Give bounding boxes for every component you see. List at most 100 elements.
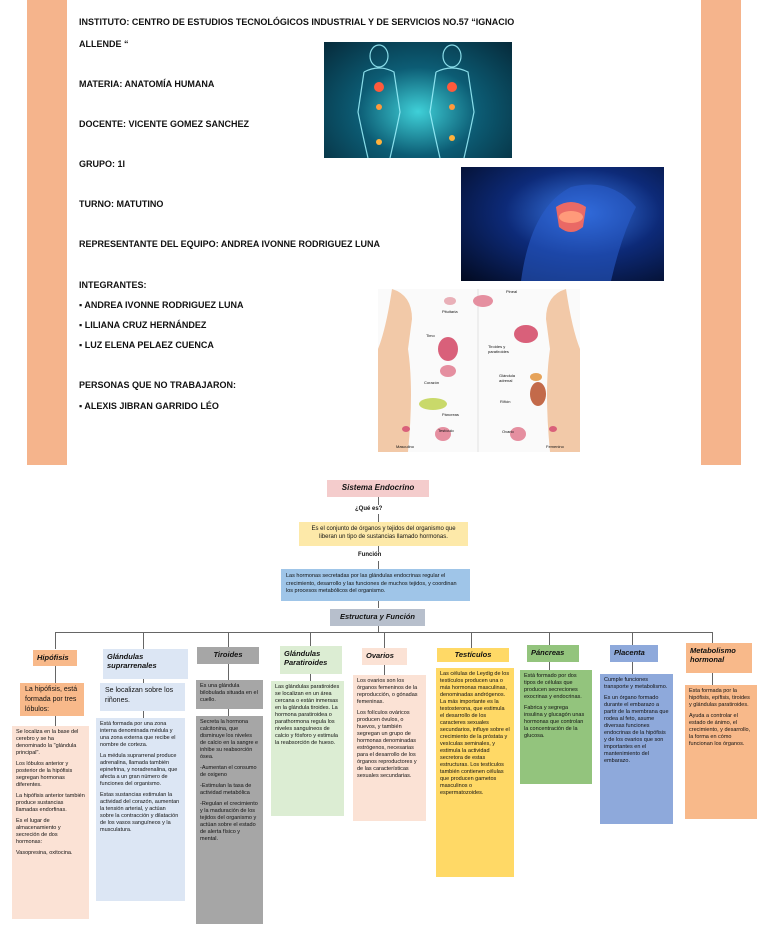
function-box: Las hormonas secretadas por las glándula…: [281, 569, 470, 601]
institute-line-2: ALLENDE “: [79, 39, 129, 49]
connector-line: [143, 632, 144, 649]
connector-line: [378, 601, 379, 608]
teacher-line: DOCENTE: VICENTE GOMEZ SANCHEZ: [79, 119, 250, 129]
connector-line: [310, 674, 311, 681]
member-item: ▪ LILIANA CRUZ HERNÁNDEZ: [79, 320, 207, 330]
pancreas-paragraph: Fabrica y segrega insulina y glucagón un…: [524, 705, 585, 739]
label-rinon: Riñón: [500, 399, 511, 404]
not-working-title: PERSONAS QUE NO TRABAJARON:: [79, 380, 237, 390]
anatomy-bodies-image: [324, 42, 512, 158]
question-what-is: ¿Qué es?: [355, 506, 383, 512]
suprarrenales-subtitle: Se localizan sobre los riñones.: [100, 683, 185, 711]
testiculos-title: Testículos: [437, 648, 509, 662]
ovarios-paragraph: Los ovarios son los órganos femeninos de…: [357, 678, 418, 705]
label-glandula-adrenal: Glándula adrenal: [499, 373, 516, 383]
suprarrenales-detail: Está formada por una zona interna denomi…: [96, 718, 185, 901]
connector-line: [549, 662, 550, 670]
label-masculino: Masculino: [396, 444, 415, 449]
hipofisis-subtitle: La hipófisis, está formada por tres lóbu…: [20, 683, 84, 716]
institute-line-1: INSTITUTO: CENTRO DE ESTUDIOS TECNOLÓGIC…: [79, 17, 515, 27]
hipofisis-paragraph: La hipófisis anterior también produce su…: [16, 793, 85, 813]
connector-line: [55, 632, 56, 649]
placenta-detail: Cumple funciones transporte y metabolism…: [600, 674, 673, 824]
connector-line: [228, 632, 229, 649]
placenta-title: Placenta: [610, 645, 658, 662]
pancreas-detail: Está formado por dos tipos de células qu…: [520, 670, 592, 784]
label-tiroides: Tiroides y paratiroides: [488, 344, 509, 354]
connector-line: [378, 626, 379, 632]
group-line: GRUPO: 1I: [79, 159, 126, 169]
tiroides-paragraph: Secreta la hormona calcitonina, que dism…: [200, 719, 259, 760]
right-decorative-bar: [701, 0, 741, 465]
thyroid-image: [461, 167, 664, 281]
tiroides-paragraph: -Regulan el crecimiento y la maduración …: [200, 801, 258, 842]
connector-line: [632, 632, 633, 645]
metabolismo-paragraph: Ayuda a controlar el estado de ánimo, el…: [689, 713, 751, 747]
placenta-paragraph: Es un órgano formado durante el embarazo…: [604, 695, 669, 764]
connector-line: [378, 514, 379, 522]
endocrine-organs-illustration: Pineal Pituitaria Timo Tiroides y parati…: [378, 289, 580, 452]
label-corazon: Corazón: [424, 380, 440, 385]
connector-line: [143, 679, 144, 683]
suprarrenales-paragraph: Está formada por una zona interna denomi…: [100, 721, 176, 748]
placenta-paragraph: Cumple funciones transporte y metabolism…: [604, 677, 668, 690]
hipofisis-paragraph: Vasopresina, oxitocina.: [16, 850, 73, 856]
subject-line: MATERIA: ANATOMÍA HUMANA: [79, 79, 215, 89]
label-timo: Timo: [426, 333, 435, 338]
shift-line: TURNO: MATUTINO: [79, 199, 164, 209]
metabolismo-title: Metabolismo hormonal: [686, 643, 752, 673]
ovarios-detail: Los ovarios son los órganos femeninos de…: [353, 675, 426, 821]
metabolismo-paragraph: Esta formada por la hipófisis, epífisis,…: [689, 688, 750, 708]
hipofisis-detail: Se localiza en la base del cerebro y se …: [12, 726, 89, 919]
connector-line: [378, 561, 379, 569]
suprarrenales-paragraph: La médula suprarrenal produce adrenalina…: [100, 753, 178, 787]
label-pineal: Pineal: [506, 289, 518, 294]
testiculos-detail: Las células de Leydig de los testículos …: [436, 668, 514, 877]
left-decorative-bar: [27, 0, 67, 465]
connector-line: [712, 673, 713, 685]
connector-line: [310, 632, 311, 646]
label-testiculo: Testículo: [438, 428, 454, 433]
member-item: ▪ ANDREA IVONNE RODRIGUEZ LUNA: [79, 300, 244, 310]
connector-line: [471, 632, 472, 648]
member-item: ▪ LUZ ELENA PELAEZ CUENCA: [79, 340, 214, 350]
structure-function-box: Estructura y Función: [330, 609, 425, 626]
connector-line: [384, 665, 385, 675]
concept-map-title: Sistema Endocrino: [327, 480, 429, 497]
ovarios-paragraph: Los folículos ováricos producen óvulos, …: [357, 710, 417, 779]
connector-line: [228, 709, 229, 716]
paratiroides-title: Glándulas Paratiroides: [280, 646, 342, 674]
paratiroides-paragraph: Las glándulas paratiroides se localizan …: [275, 684, 340, 746]
tiroides-title: Tiroides: [197, 647, 259, 664]
hipofisis-paragraph: Los lóbulos anterior y posterior de la h…: [16, 761, 73, 788]
definition-box: Es el conjunto de órganos y tejidos del …: [299, 522, 468, 546]
hipofisis-paragraph: Se localiza en la base del cerebro y se …: [16, 729, 79, 756]
metabolismo-detail: Esta formada por la hipófisis, epífisis,…: [685, 685, 757, 819]
hipofisis-paragraph: Es el lugar de almacenamiento y secreció…: [16, 818, 61, 845]
connector-line: [378, 497, 379, 505]
label-ovario: Ovario: [502, 429, 514, 434]
pancreas-paragraph: Está formado por dos tipos de células qu…: [524, 673, 582, 700]
connector-line: [632, 662, 633, 674]
connector-line: [143, 711, 144, 718]
connector-line: [55, 716, 56, 726]
connector-line: [55, 666, 56, 683]
testiculos-paragraph: Las células de Leydig de los testículos …: [440, 671, 510, 796]
suprarrenales-paragraph: Estas sustancias estimulan la actividad …: [100, 792, 180, 833]
suprarrenales-title: Glándulas suprarrenales: [103, 649, 188, 679]
label-femenino: Femenino: [546, 444, 564, 449]
connector-line: [549, 632, 550, 645]
question-function: Función: [358, 552, 382, 558]
connector-line: [384, 632, 385, 648]
connector-line: [712, 632, 713, 643]
tiroides-paragraph: -Aumentan el consumo de oxigeno: [200, 765, 257, 778]
representative-line: REPRESENTANTE DEL EQUIPO: ANDREA IVONNE …: [79, 239, 381, 249]
hipofisis-title: Hipófisis: [33, 650, 77, 666]
tiroides-subtitle: Es una glándula bilobulada situada en el…: [196, 680, 263, 709]
label-pituitaria: Pituitaria: [442, 309, 458, 314]
ovarios-title: Ovarios: [362, 648, 407, 665]
pancreas-title: Páncreas: [527, 645, 579, 662]
label-pancreas: Páncreas: [442, 412, 459, 417]
members-title: INTEGRANTES:: [79, 280, 147, 290]
tiroides-detail: Secreta la hormona calcitonina, que dism…: [196, 716, 263, 924]
